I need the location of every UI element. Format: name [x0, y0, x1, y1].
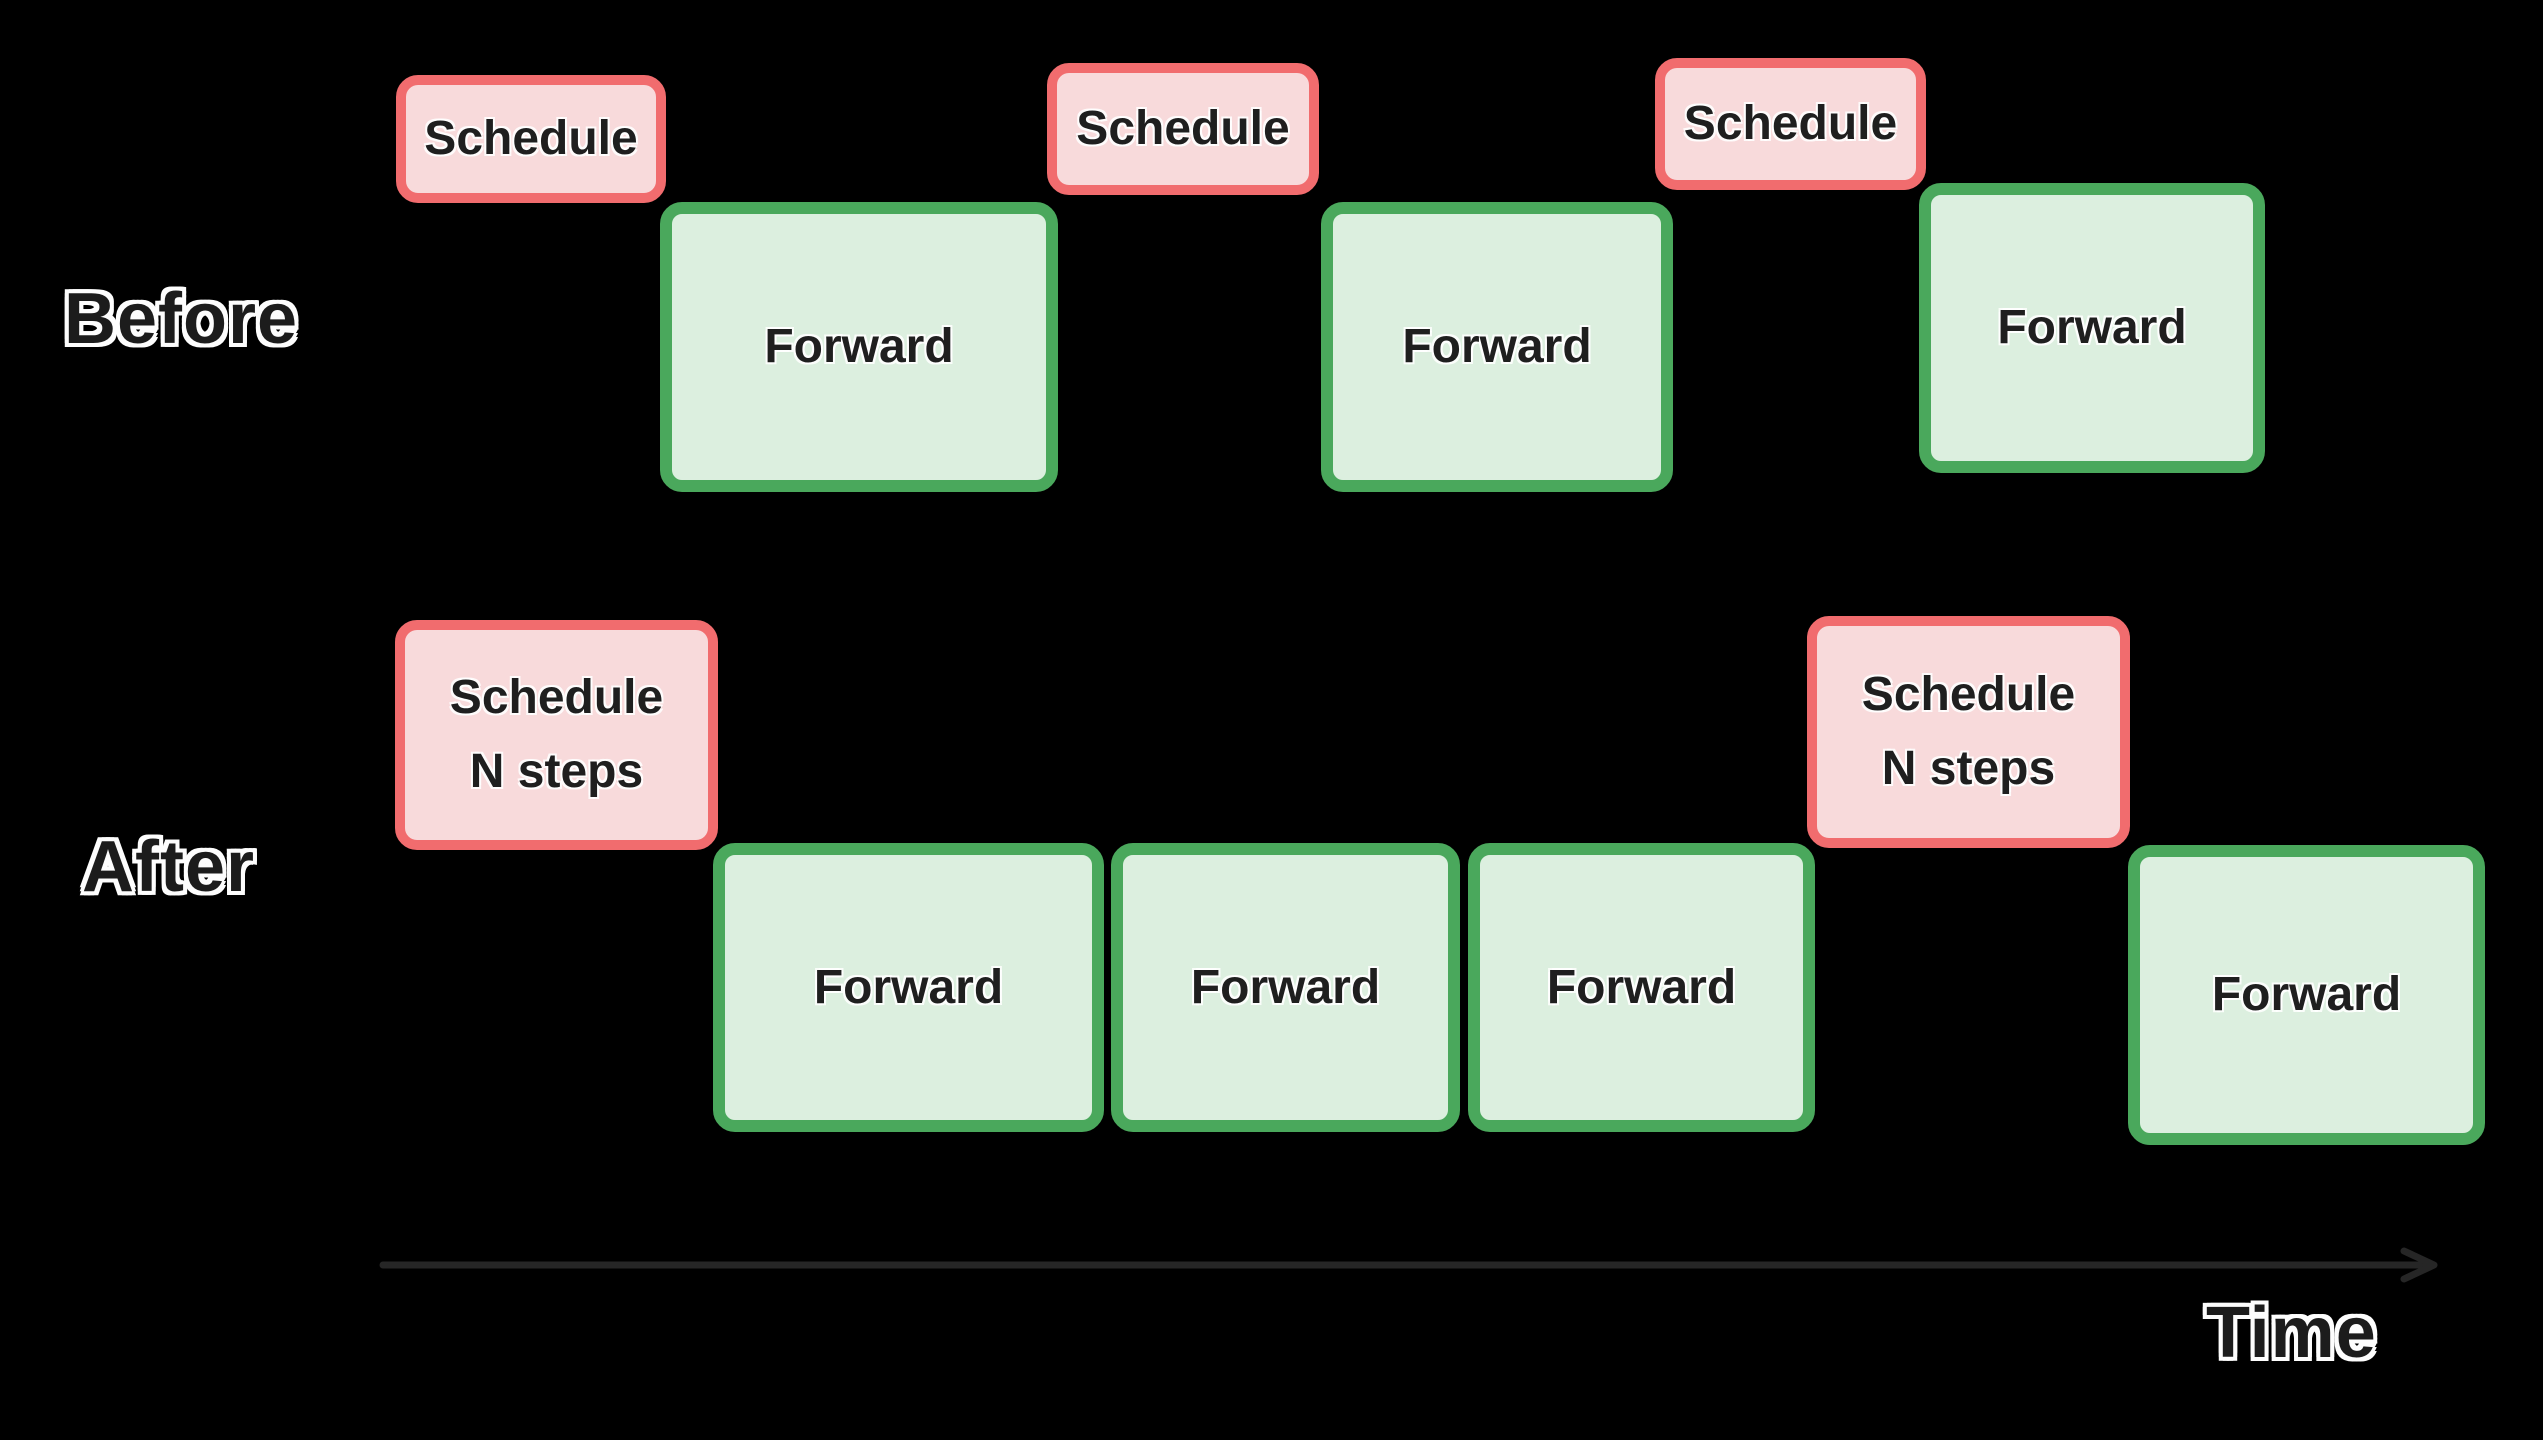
forward-box-label: Forward — [2211, 968, 2402, 1021]
schedule-box-label: Schedule — [1076, 102, 1290, 155]
forward-box: Forward — [2128, 845, 2485, 1145]
schedule-box: Schedule N steps — [1807, 616, 2130, 848]
forward-box-label: Forward — [764, 320, 954, 373]
forward-box: Forward — [1919, 183, 2265, 473]
forward-box: Forward — [660, 202, 1058, 492]
after-row-label: After — [82, 827, 256, 907]
forward-box: Forward — [1111, 843, 1460, 1132]
schedule-box: Schedule — [1655, 58, 1926, 190]
schedule-box: Schedule — [396, 75, 666, 203]
forward-box-label: Forward — [813, 960, 1004, 1014]
forward-box: Forward — [1321, 202, 1673, 492]
schedule-box-label: N steps — [469, 745, 644, 798]
schedule-box: Schedule — [1047, 63, 1319, 195]
forward-box: Forward — [713, 843, 1104, 1132]
schedule-box-label: Schedule — [1861, 668, 2076, 721]
forward-box-label: Forward — [1546, 960, 1737, 1014]
forward-box-label: Forward — [1190, 960, 1381, 1014]
schedule-box-label: Schedule — [1683, 97, 1898, 150]
schedule-box: Schedule N steps — [395, 620, 718, 850]
before-row-label: Before — [64, 279, 299, 359]
time-axis-label: Time — [2206, 1293, 2377, 1373]
forward-box-label: Forward — [1997, 301, 2187, 354]
forward-box-label: Forward — [1402, 320, 1592, 373]
schedule-box-label: N steps — [1881, 742, 2056, 795]
forward-box: Forward — [1468, 843, 1815, 1132]
arrow-head-icon — [2400, 1247, 2438, 1283]
schedule-box-label: Schedule — [424, 112, 638, 165]
schedule-box-label: Schedule — [449, 671, 664, 724]
